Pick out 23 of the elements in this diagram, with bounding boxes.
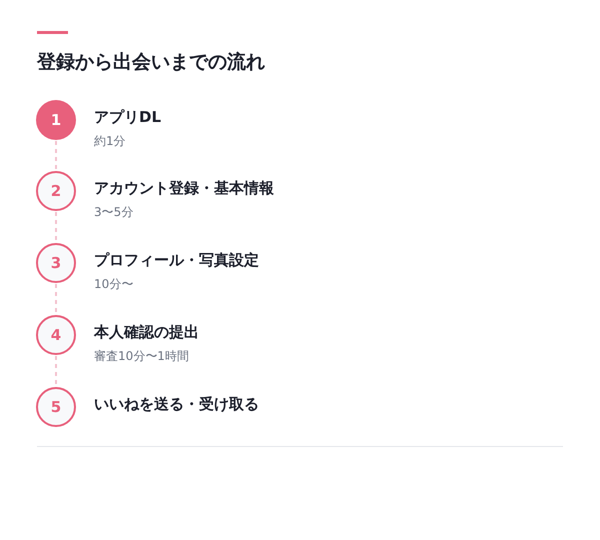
step-number: 5 [50,400,62,414]
step-duration: 10分〜 [94,276,134,292]
step-circle [36,315,76,355]
connector-line [55,141,57,170]
step-title: アプリDL [94,107,162,127]
step-duration: 約1分 [94,133,126,149]
step-title: いいねを送る・受け取る [94,394,259,414]
step-circle [36,171,76,211]
step-duration: 3〜5分 [94,204,134,220]
step-number: 2 [50,184,62,198]
step-duration: 審査10分〜1時間 [94,348,189,364]
step-circle [36,243,76,283]
step-number: 3 [50,256,62,270]
step-number: 1 [50,112,62,128]
title: 登録から出会いまでの流れ [37,50,265,75]
connector-line [55,284,57,314]
step-title: アカウント登録・基本情報 [94,178,274,198]
step-number: 4 [50,328,62,342]
step-circle [36,100,76,140]
connector-line [55,212,57,242]
step-title: プロフィール・写真設定 [94,250,259,270]
step-title: 本人確認の提出 [94,322,199,342]
step-circle [36,387,76,427]
